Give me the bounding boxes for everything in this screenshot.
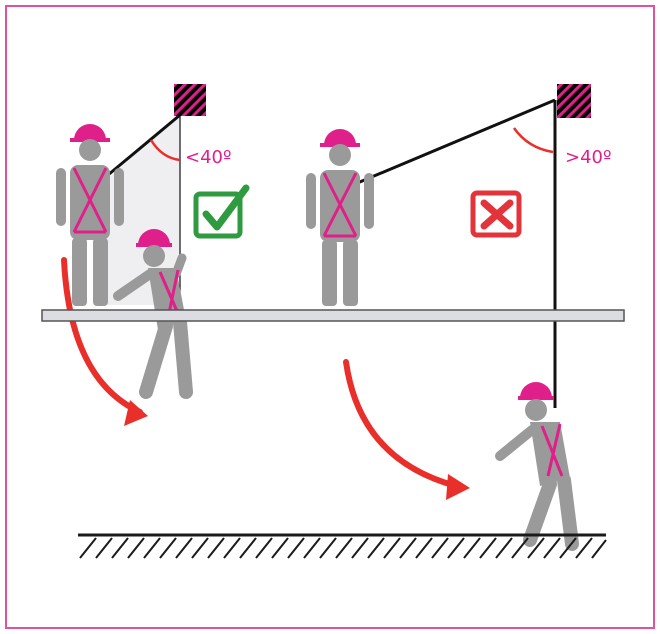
angle-label: >40º (565, 147, 611, 168)
platform (42, 310, 624, 321)
angle-label: <40º (185, 147, 231, 168)
anchor-point (174, 84, 206, 116)
anchor-point (557, 84, 591, 118)
